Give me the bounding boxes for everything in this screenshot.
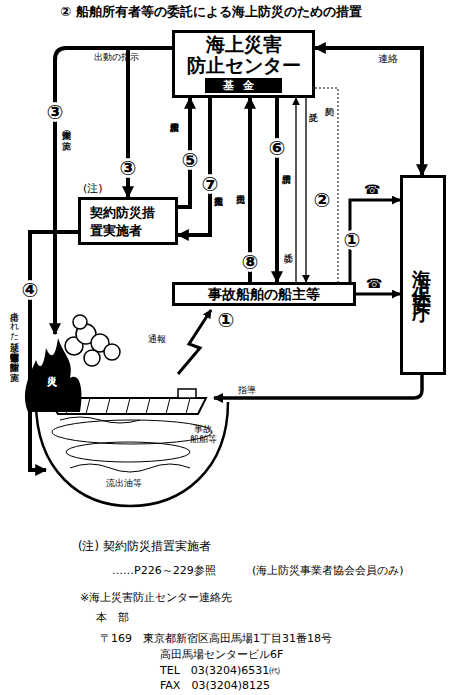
organization-box: 海上災害 防止センター基金 bbox=[172, 30, 315, 98]
oil-label: 流出油等 bbox=[106, 478, 142, 488]
diagram-title: ② 船舶所有者等の委託による海上防災のための措置 bbox=[60, 5, 362, 20]
oil-ripple bbox=[66, 442, 190, 462]
callout-number: ① bbox=[344, 230, 361, 250]
oil-ripple bbox=[60, 417, 140, 423]
footnote: (海上防災事業者協会会員のみ) bbox=[252, 565, 404, 578]
action-label: 排出された油及び有害液体物質等の防除作業の実施 bbox=[9, 306, 19, 366]
smoke-puff bbox=[73, 315, 87, 329]
callout-number: ⑦ bbox=[202, 174, 219, 194]
flow-arrow bbox=[315, 48, 422, 175]
contact-line: 〒169 東京都新宿区高田馬場1丁目31番18号 bbox=[100, 633, 332, 646]
flow-arrow bbox=[295, 98, 296, 282]
node-heading: (注) bbox=[83, 181, 103, 196]
shipowner-box: 事故船舶の船主等 bbox=[172, 282, 356, 306]
footnote: ……P226～229参照 bbox=[112, 565, 216, 578]
oil-ripple bbox=[70, 464, 190, 472]
contact-line: FAX 03(3204)8125 bbox=[160, 680, 270, 693]
edge-label: 出動の指示 bbox=[94, 52, 139, 62]
flow-arrow bbox=[356, 293, 400, 296]
sea-bowl bbox=[36, 402, 228, 506]
callout-number: ③ bbox=[47, 102, 64, 122]
smoke-puff bbox=[84, 350, 100, 366]
node-label: 基金 bbox=[205, 78, 282, 93]
guidance-line bbox=[214, 375, 422, 398]
hull-hatching bbox=[66, 398, 190, 414]
ship-bridge bbox=[178, 389, 196, 398]
flow-arrow bbox=[275, 98, 279, 282]
callout-number: ⑥ bbox=[269, 138, 286, 158]
callout-number: ① bbox=[218, 310, 235, 330]
contact-line: 高田馬場センタービル6F bbox=[160, 649, 283, 662]
footnote: (注) 契約防災措置実施者 bbox=[78, 540, 211, 553]
callout-number: ④ bbox=[22, 280, 39, 300]
oil-ripple bbox=[52, 420, 212, 444]
report-lightning bbox=[178, 310, 211, 374]
callout-number: ⑤ bbox=[182, 150, 199, 170]
callout-number: ③ bbox=[120, 158, 137, 178]
phone-symbol: ☎ bbox=[366, 277, 382, 292]
node-label: 海上災害 防止センター bbox=[175, 33, 312, 76]
flow-arrow bbox=[305, 98, 306, 282]
node-label: 海上保安庁 bbox=[410, 255, 436, 295]
phone-symbol: ☎ bbox=[364, 183, 380, 198]
contact-line: TEL 03(3204)6531㈹ bbox=[160, 665, 280, 678]
fund-band: 基金 bbox=[205, 78, 282, 93]
edge-label: 連絡 bbox=[378, 53, 398, 65]
contact-heading: ※海上災害防止センター連絡先 bbox=[80, 592, 232, 605]
firefighting-line bbox=[55, 48, 128, 334]
action-label: 指導 bbox=[238, 385, 256, 395]
coast-guard-box: 海上保安庁 bbox=[400, 175, 446, 375]
smoke-puff bbox=[104, 344, 120, 360]
callout-number: ⑧ bbox=[242, 252, 259, 272]
node-label: 契約防災措 置実施者 bbox=[81, 200, 175, 240]
ship-label: 事故 船舶等 bbox=[186, 424, 220, 445]
action-label: 消火作業の実施 bbox=[62, 124, 72, 134]
flow-arrow bbox=[178, 98, 210, 235]
flow-arrow bbox=[315, 88, 338, 282]
contact-line: 本 部 bbox=[96, 612, 129, 625]
contractor-box: (注)契約防災措 置実施者 bbox=[78, 197, 178, 245]
node-label: 事故船舶の船主等 bbox=[175, 285, 353, 303]
flow-arrow bbox=[128, 48, 172, 197]
callout-number: ② bbox=[314, 190, 331, 210]
action-label: 通報 bbox=[148, 334, 166, 344]
